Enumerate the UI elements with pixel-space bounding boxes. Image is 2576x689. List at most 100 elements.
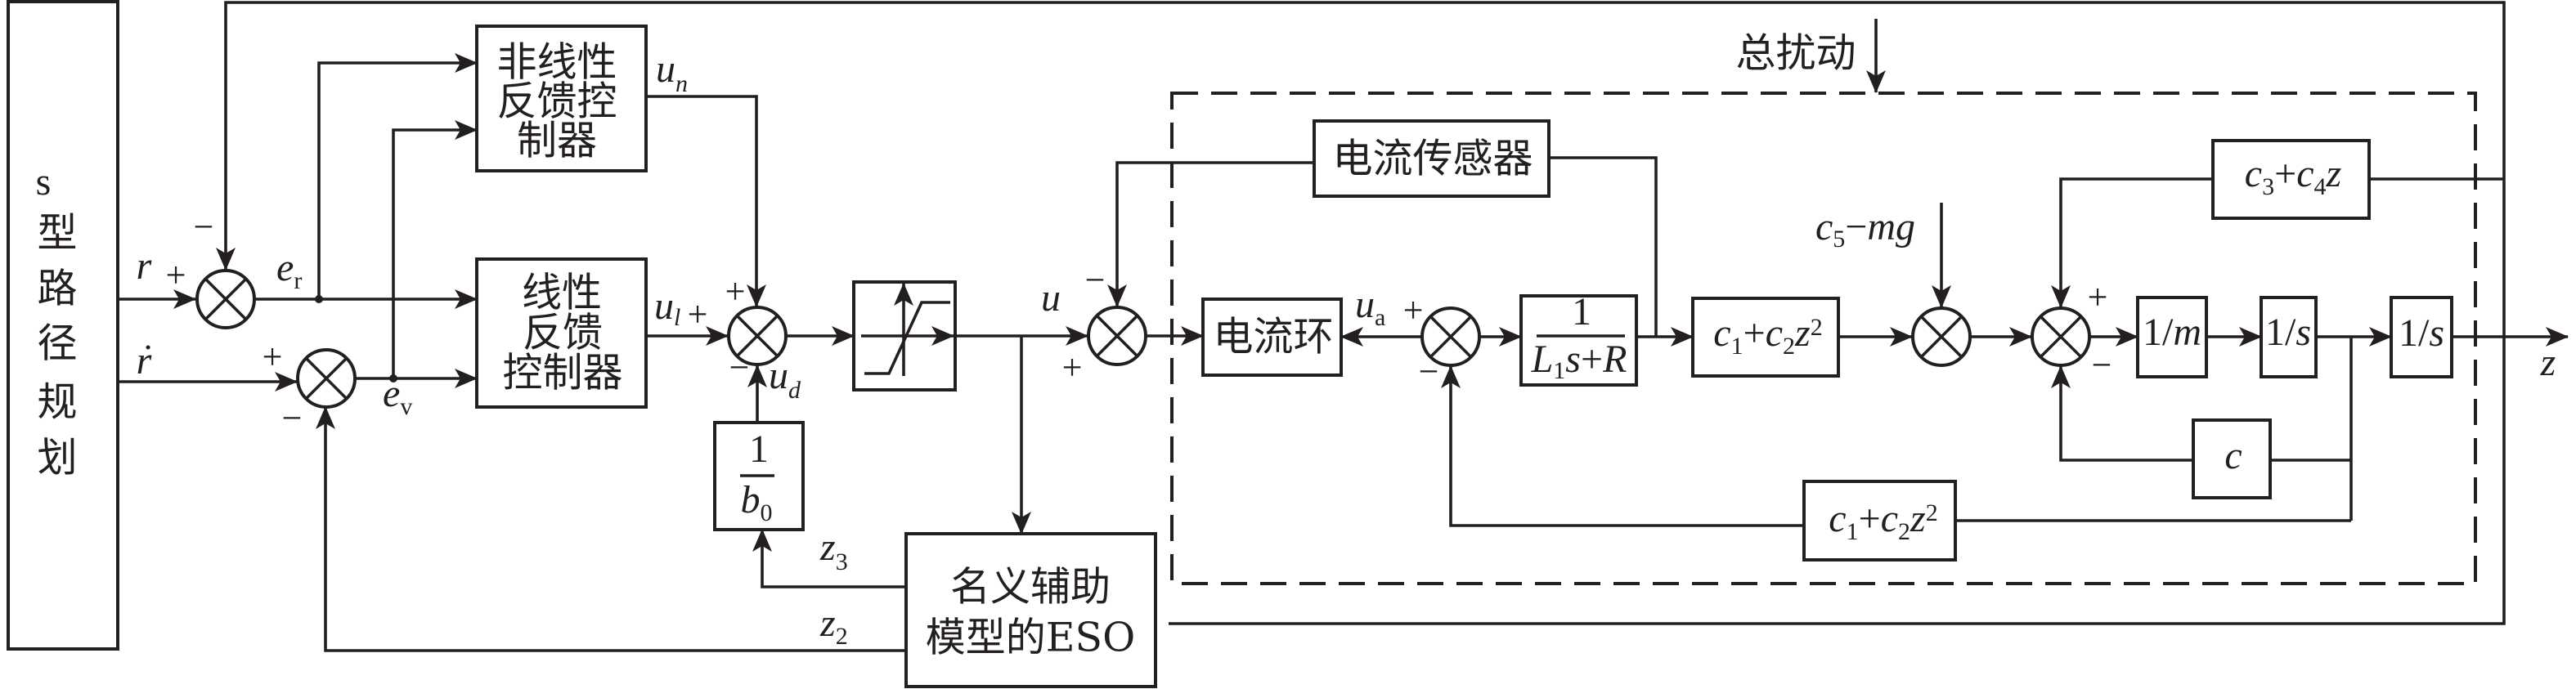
- label-u-a: ua: [1355, 283, 1385, 331]
- force-gain-feedback-label: c1+c2z2: [1829, 497, 1937, 545]
- stiffness-feedback-block: c3+c4z: [2211, 139, 2371, 220]
- sign-j1-left: +: [166, 255, 186, 295]
- position-integrator-box: [2390, 296, 2453, 378]
- nonlinear-controller-label-line: 反馈控: [496, 78, 617, 125]
- label-u-d: ud: [769, 354, 801, 404]
- sign-j4-bottom-left: +: [1062, 347, 1083, 387]
- path-planner-label-char: 路: [37, 266, 77, 312]
- signal-labels: r r ˙ er ev un ul ud u ua z3 z2 c5−mg z: [137, 47, 2556, 650]
- label-r: r: [137, 244, 152, 288]
- force-gain-box: [1691, 297, 1840, 378]
- label-e-v: ev: [383, 372, 412, 420]
- velocity-integrator-label: 1/s: [2265, 311, 2311, 354]
- position-feedback-line: [216, 1, 2506, 625]
- damping-feedback-box: [2192, 418, 2272, 499]
- sign-j4-top-left: −: [1085, 260, 1106, 300]
- label-gravity-term: c5−mg: [1815, 205, 1915, 253]
- linear-feedback-controller-block: 线性 反馈 控制器: [475, 257, 648, 409]
- current-sensor-feedback-line: [1107, 161, 1314, 307]
- label-u-l: ul: [654, 284, 680, 331]
- eso-block: 名义辅助 模型的ESO: [904, 532, 1157, 688]
- sign-j2-top-left: +: [263, 337, 283, 377]
- sign-j2-bottom-left: −: [282, 398, 303, 438]
- path-planner-label-char: 划: [37, 435, 77, 481]
- label-output-z: z: [2540, 341, 2556, 384]
- label-r-dot-accent: ˙: [141, 337, 155, 380]
- label-e-r: er: [276, 246, 302, 294]
- inverse-mass-label: 1/m: [2143, 311, 2201, 354]
- current-loop-box: [1201, 298, 1343, 377]
- damping-feedback-line: [2051, 365, 2193, 462]
- stiffness-feedback-box: [2211, 139, 2371, 220]
- inverse-b0-denominator: b0: [741, 478, 773, 526]
- linear-controller-box: [475, 257, 648, 409]
- summing-junction-icon: [2031, 306, 2091, 367]
- nonlinear-controller-label-line: 制器: [517, 118, 597, 164]
- linear-controller-label-line: 控制器: [502, 350, 622, 396]
- label-z3: z3: [819, 526, 848, 575]
- z3-line: [752, 529, 906, 588]
- branch-point-dot: [389, 374, 397, 383]
- damping-feedback-block: c: [2192, 418, 2272, 499]
- summing-junction-icon: [1420, 306, 1481, 367]
- nonlinear-feedback-controller-block: 非线性 反馈控 制器: [475, 25, 648, 172]
- u-n-line: [646, 95, 766, 307]
- force-gain-feedback-box: [1802, 480, 1957, 561]
- plant-boundary-dashed-box: [1170, 92, 2477, 585]
- velocity-integrator-box: [2260, 296, 2318, 378]
- summing-junction-icon: [1087, 306, 1147, 366]
- label-u: u: [1041, 276, 1061, 320]
- signal-lines: [118, 1, 2569, 652]
- saturation-box: [852, 280, 957, 391]
- branch-point-dot: [315, 295, 323, 303]
- summing-junction-icon: [727, 306, 788, 366]
- eso-box: [904, 532, 1157, 688]
- nonlinear-controller-label-line: 非线性: [496, 39, 617, 86]
- inverse-mass-block: 1/m: [2136, 296, 2208, 378]
- sign-j7-bottom-right: −: [2092, 345, 2112, 385]
- path-planner-label-char: 径: [37, 320, 77, 367]
- label-r-dot-base: r: [137, 339, 152, 383]
- path-planner-label-char: 型: [37, 210, 77, 257]
- disturbance-label: 总扰动: [1735, 30, 1856, 77]
- sign-j3-bottom-left: −: [729, 347, 750, 387]
- e-v-to-nonlinear-line: [392, 120, 478, 378]
- path-planner-label-s: s: [36, 160, 52, 204]
- path-planner-box: [7, 0, 119, 651]
- saturation-curve: [864, 301, 950, 375]
- z2-feedback-line: [316, 406, 906, 652]
- linear-controller-label-line: 线性: [522, 270, 602, 316]
- sign-j1-top: −: [194, 207, 214, 247]
- saturation-block: [852, 280, 957, 391]
- inverse-b0-numerator: 1: [749, 427, 769, 471]
- electrical-tf-denominator: L1s+R: [1531, 338, 1627, 384]
- summing-junction-icon: [1911, 306, 1972, 367]
- saturation-icon: [861, 283, 954, 376]
- current-loop-label: 电流环: [1213, 314, 1333, 360]
- label-z2: z2: [819, 602, 848, 650]
- e-r-to-nonlinear-line: [317, 53, 478, 299]
- path-planner-block: s 型 路 径 规 划: [7, 0, 119, 651]
- junction-signs: + − + − + + − − + + − + −: [166, 207, 2112, 438]
- label-u-n: un: [656, 47, 688, 97]
- position-integrator-block: 1/s: [2390, 296, 2453, 378]
- stiffness-feedback-label: c3+c4z: [2245, 152, 2342, 200]
- linear-controller-label-line: 反馈: [523, 310, 603, 356]
- sign-j3-left: +: [688, 294, 708, 334]
- summing-junction-icon: [195, 269, 256, 329]
- force-gain-label: c1+c2z2: [1713, 311, 1822, 360]
- electrical-tf-numerator: 1: [1572, 290, 1591, 333]
- current-loop-block: 电流环: [1201, 298, 1343, 377]
- summing-junction-icon: [296, 348, 357, 409]
- current-sensor-box: [1313, 119, 1551, 198]
- back-emf-feedback-line: [1441, 365, 1804, 527]
- sign-j3-top: +: [725, 271, 746, 311]
- electrical-tf-box: [1519, 294, 1638, 387]
- stiffness-feedback-line: [2051, 177, 2213, 308]
- current-to-sensor-line: [1549, 156, 1658, 337]
- inverse-mass-box: [2136, 296, 2208, 378]
- force-gain-block: c1+c2z2: [1691, 297, 1840, 378]
- inverse-b0-gain-block: 1 b0: [713, 421, 805, 531]
